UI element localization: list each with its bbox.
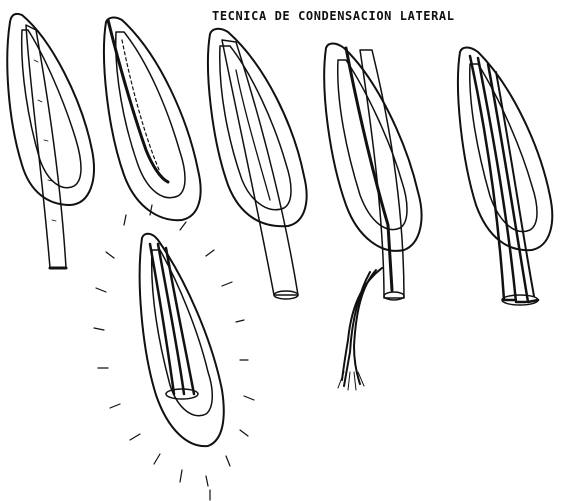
figure-step-4-cut-excess: [324, 44, 421, 391]
cut-tails: [342, 268, 382, 386]
figure-step-5-final-obturation: [458, 48, 552, 306]
cone-bundle: [360, 50, 404, 298]
canal-outline: [116, 32, 185, 198]
canal-outline: [22, 30, 81, 188]
spreader: [108, 20, 168, 182]
figure-step-2-spreader: [104, 18, 201, 221]
heat-radiation-marks: [94, 205, 254, 500]
root-outline: [208, 29, 307, 226]
figure-step-3-accessory-cone: [208, 29, 307, 299]
figure-step-6-vertical-compaction: [94, 205, 254, 500]
canal-outline: [220, 46, 291, 210]
figure-step-1-gutta-cone: [7, 14, 94, 268]
